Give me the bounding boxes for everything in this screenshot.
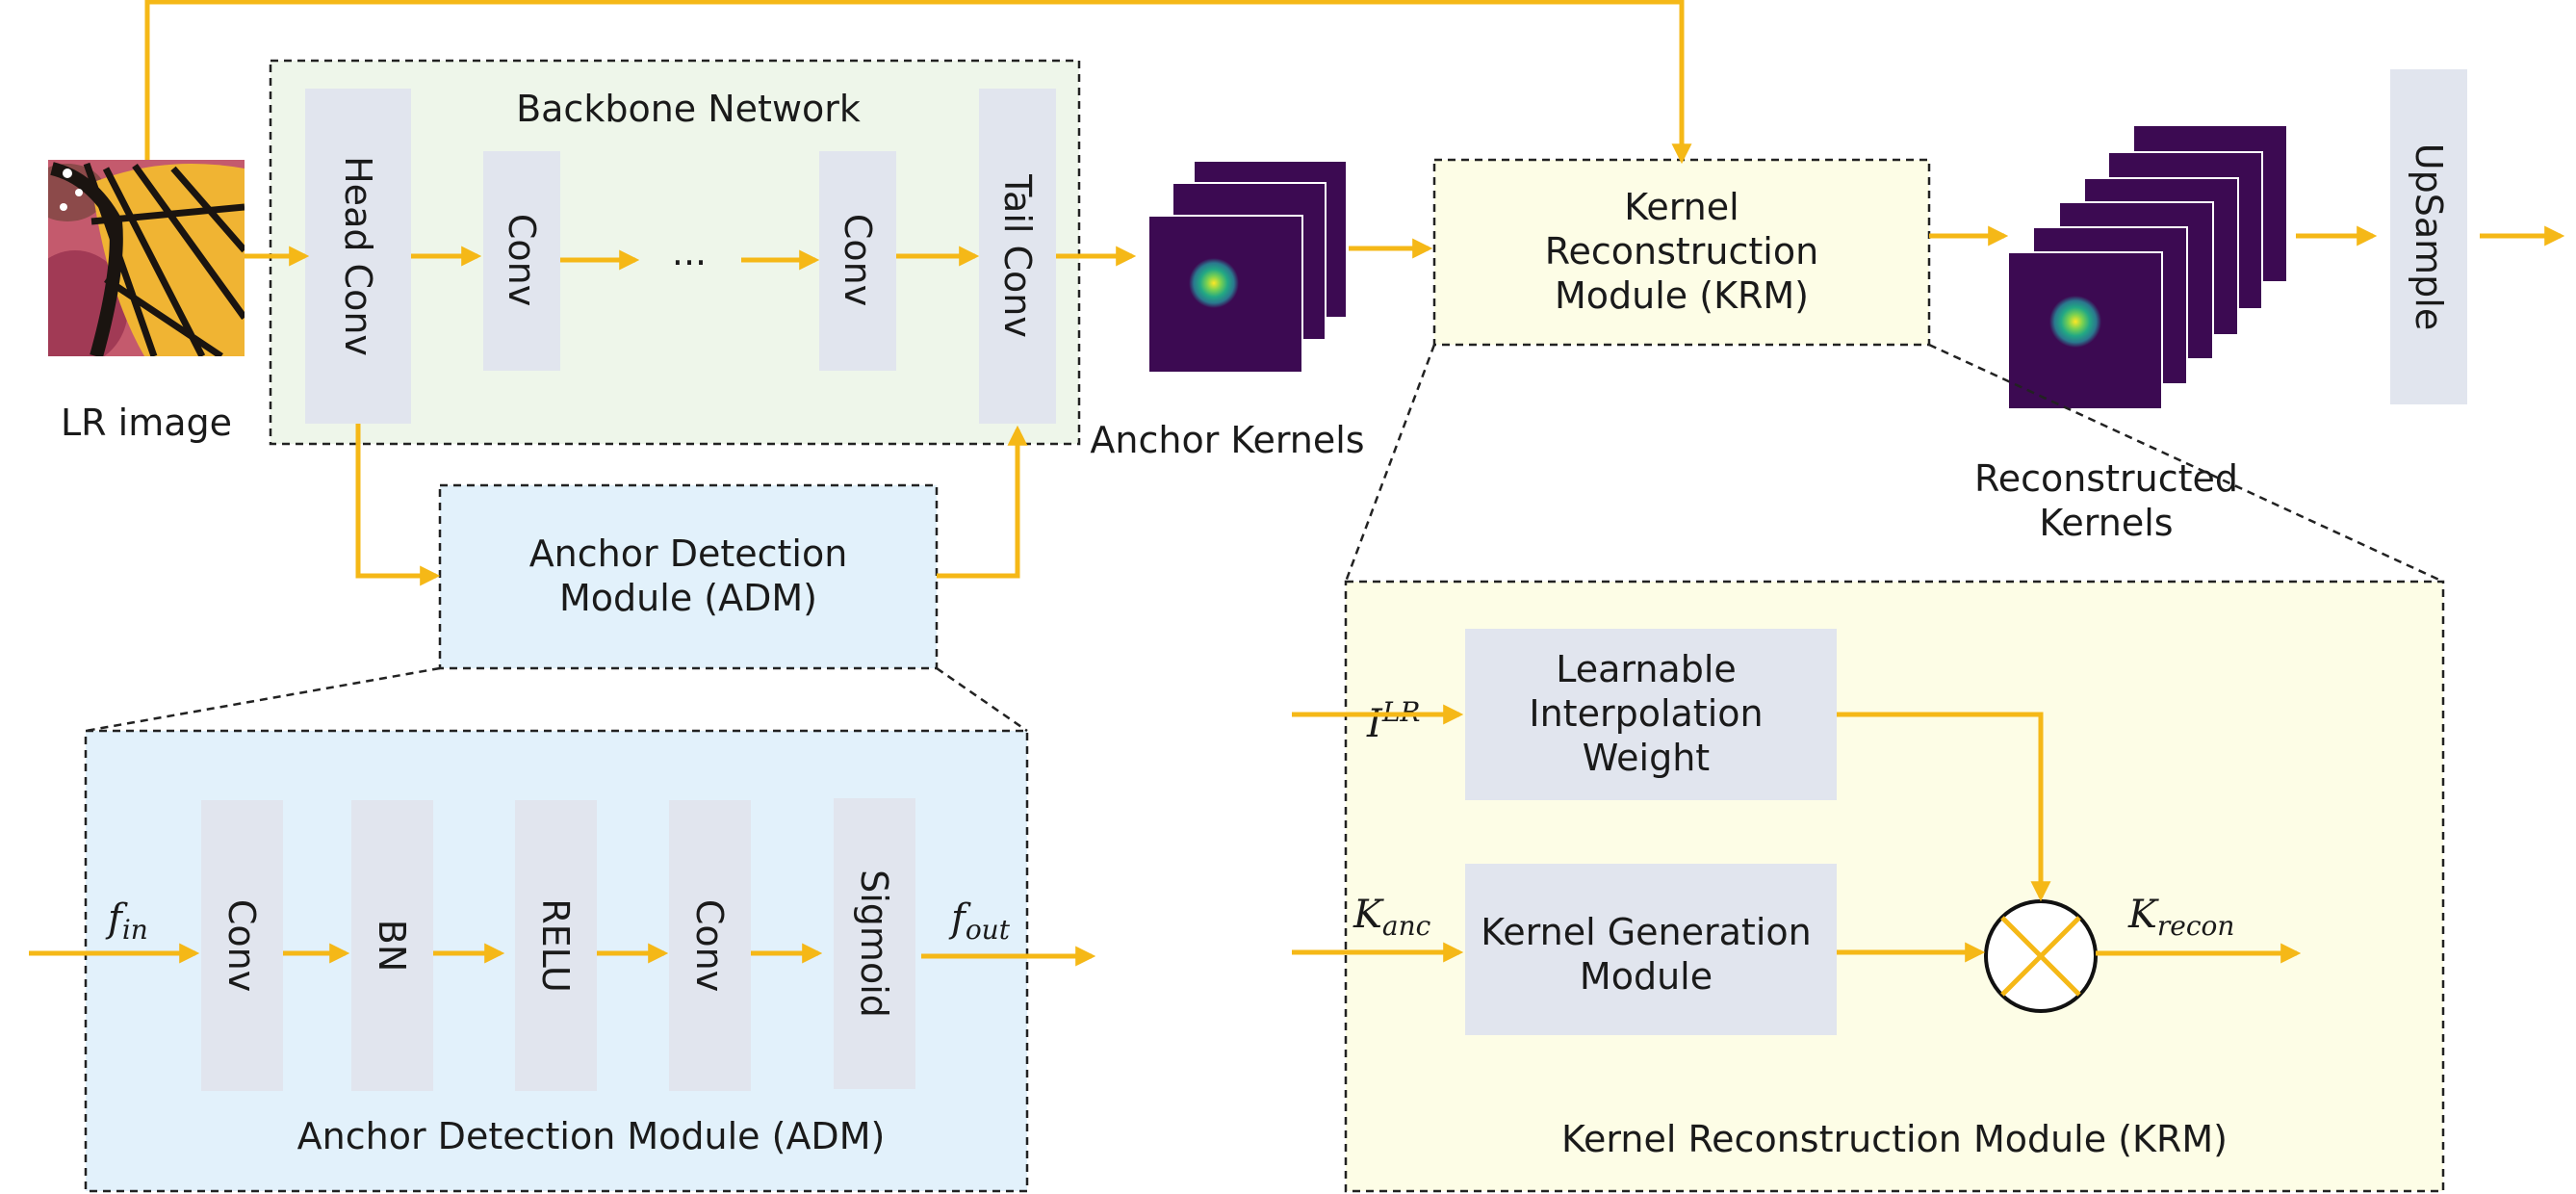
- flow-arrows: [29, 0, 2565, 967]
- interp-weight-line1: Learnable: [1556, 648, 1737, 690]
- kernel-gen-line1: Kernel Generation: [1481, 911, 1811, 953]
- reconstructed-kernels-line2: Kernels: [2039, 502, 2173, 544]
- backbone-title: Backbone Network: [516, 88, 861, 130]
- krm-output-label: Krecon: [2127, 893, 2234, 942]
- interp-weight-line2: Interpolation: [1529, 692, 1763, 735]
- krm-box-line3: Module (KRM): [1555, 274, 1809, 317]
- anchor-kernels-label: Anchor Kernels: [1090, 419, 1364, 461]
- krm-box-line2: Reconstruction: [1545, 230, 1818, 273]
- adm-box-line2: Module (ADM): [559, 577, 817, 619]
- conv1-block: [483, 151, 560, 371]
- adm-relu-label: RELU: [534, 898, 577, 993]
- kernel-gen-line2: Module: [1580, 955, 1713, 998]
- adm-conv2-label: Conv: [688, 899, 731, 992]
- adm-relu-block: [515, 800, 597, 1091]
- adm-box-line1: Anchor Detection: [529, 532, 848, 575]
- kernel-map-icon: [1147, 160, 1348, 374]
- kernel-gen-block: [1465, 864, 1837, 1035]
- adm-bn-block: [351, 800, 433, 1091]
- krm-box-line1: Kernel: [1624, 186, 1739, 228]
- adm-conv2-block: [669, 800, 751, 1091]
- upsample-label: UpSample: [2408, 143, 2450, 330]
- adm-bn-label: BN: [371, 920, 413, 973]
- butterfly-image: [48, 160, 245, 356]
- adm-conv1-label: Conv: [220, 899, 263, 992]
- reconstructed-kernels-stack: [2007, 124, 2288, 410]
- adm-conv1-block: [201, 800, 283, 1091]
- interp-weight-line3: Weight: [1583, 737, 1710, 779]
- krm-box: [1432, 158, 1931, 347]
- adm-detail-title: Anchor Detection Module (ADM): [297, 1115, 886, 1157]
- interp-weight-block: [1465, 629, 1837, 800]
- conv1-label: Conv: [501, 214, 543, 306]
- tail-conv-label: Tail Conv: [996, 173, 1039, 338]
- adm-sigmoid-block: [834, 798, 915, 1089]
- conv2-label: Conv: [837, 214, 879, 306]
- backbone-ellipsis: ...: [672, 231, 707, 273]
- head-conv-label: Head Conv: [337, 156, 379, 356]
- tail-conv-block: [979, 89, 1056, 424]
- krm-detail-title: Kernel Reconstruction Module (KRM): [1561, 1118, 2228, 1160]
- adm-sigmoid-label: Sigmoid: [853, 870, 895, 1018]
- lr-image-label: LR image: [61, 402, 232, 444]
- adm-box: [438, 483, 939, 670]
- reconstructed-kernels-line1: Reconstructed: [1974, 457, 2238, 500]
- upsample-block: [2390, 69, 2467, 404]
- head-conv-block: [305, 89, 411, 424]
- multiply-icon: [1984, 899, 2098, 1013]
- conv2-block: [819, 151, 896, 371]
- krm-input2-label: Kanc: [1352, 893, 1431, 942]
